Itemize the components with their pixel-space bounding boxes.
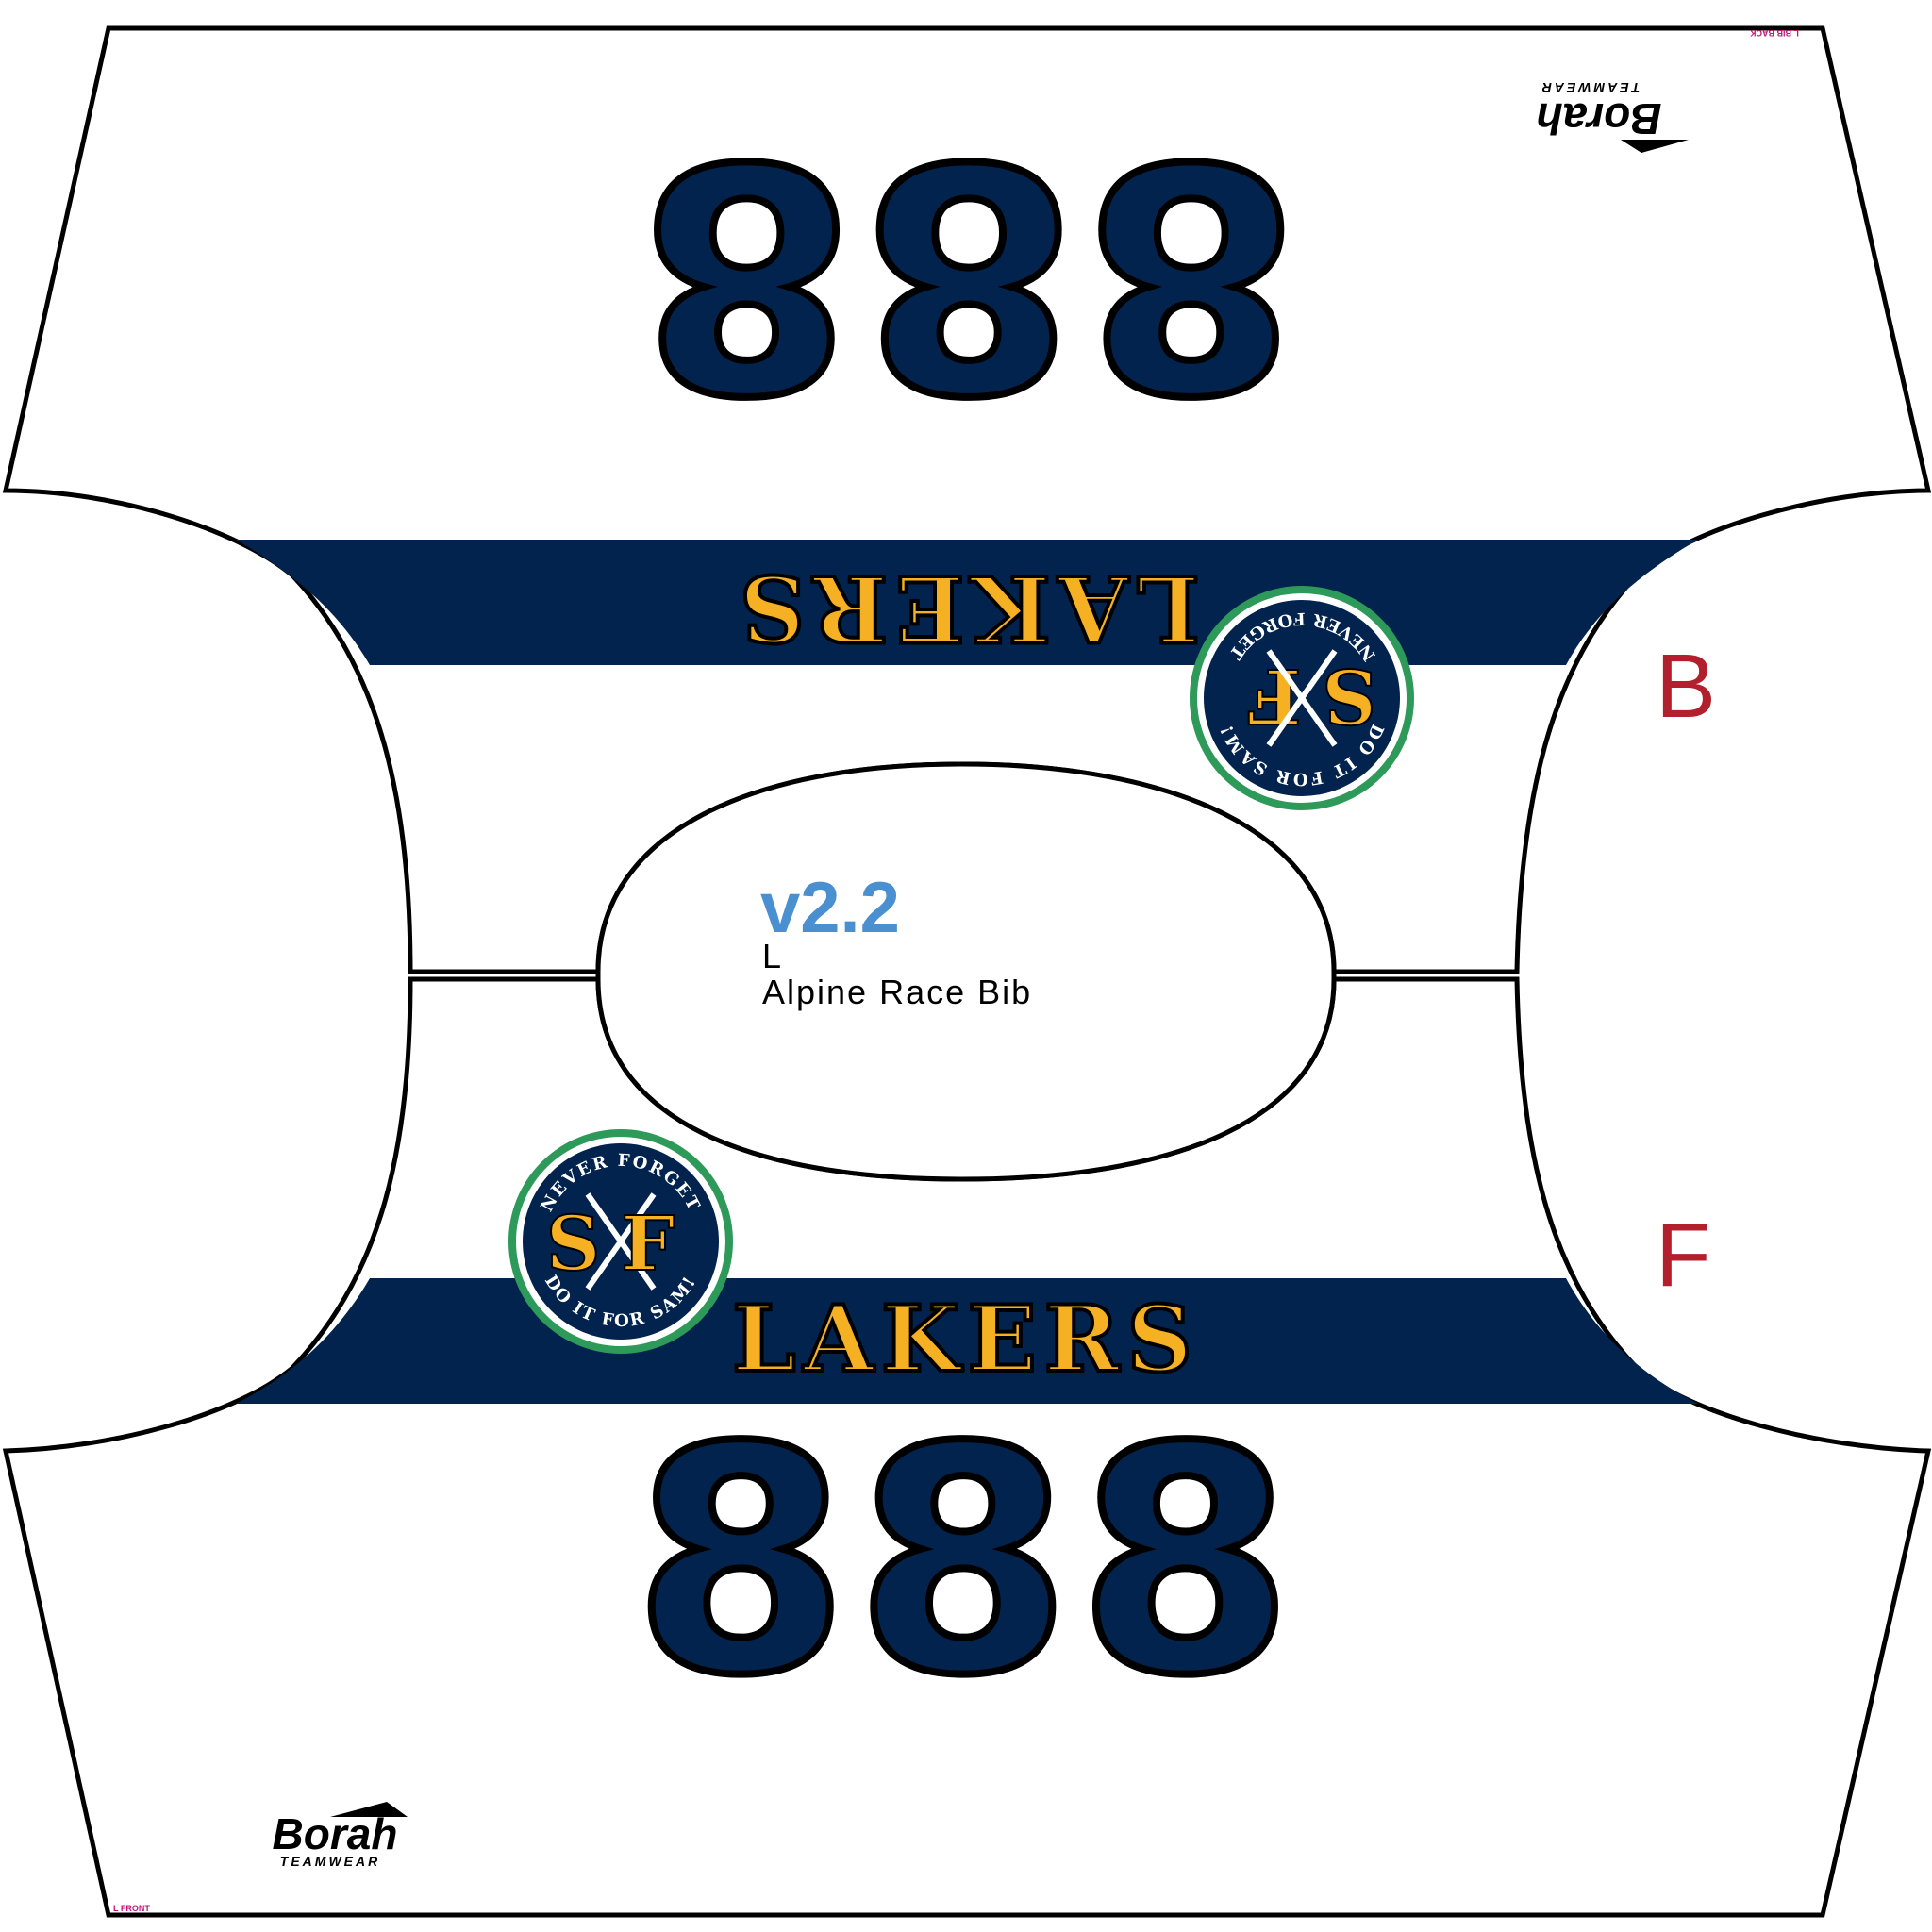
back-borah-logo: Borah TEAMWEAR — [1537, 80, 1689, 153]
product-label: Alpine Race Bib — [762, 973, 1032, 1011]
back-logo-peak-icon — [1621, 140, 1689, 153]
front-bib-number: 888 — [633, 1381, 1300, 1743]
back-memorial-badge: DO IT FOR SAM! SF — [1190, 586, 1414, 810]
back-badge-skis-icon — [1266, 649, 1338, 747]
neck-opening-outline — [595, 761, 1337, 1182]
front-borah-logo: Borah TEAMWEAR — [273, 1802, 408, 1869]
front-panel-tag: L FRONT — [113, 1904, 150, 1913]
back-bib-number: 888 — [633, 92, 1300, 455]
back-logo-brand: Borah — [1537, 94, 1662, 143]
version-label: v2.2 — [760, 868, 900, 948]
front-logo-brand: Borah — [273, 1809, 398, 1858]
back-side-letter: B — [1656, 636, 1716, 737]
back-team-name: LAKERS — [732, 555, 1200, 661]
size-label: L — [762, 937, 781, 975]
front-badge-monogram: SF — [546, 1199, 696, 1288]
front-team-name: LAKERS — [732, 1286, 1200, 1392]
back-logo-sub: TEAMWEAR — [1540, 80, 1640, 95]
front-side-letter: F — [1656, 1205, 1711, 1306]
front-logo-sub: TEAMWEAR — [280, 1854, 380, 1869]
back-panel-tag: L BIB BACK — [1750, 28, 1799, 38]
front-logo-peak-icon — [330, 1802, 408, 1817]
front-memorial-badge: NEVER FORGET SF DO IT FOR SAM! — [508, 1129, 733, 1354]
front-badge-skis-icon — [585, 1192, 657, 1291]
